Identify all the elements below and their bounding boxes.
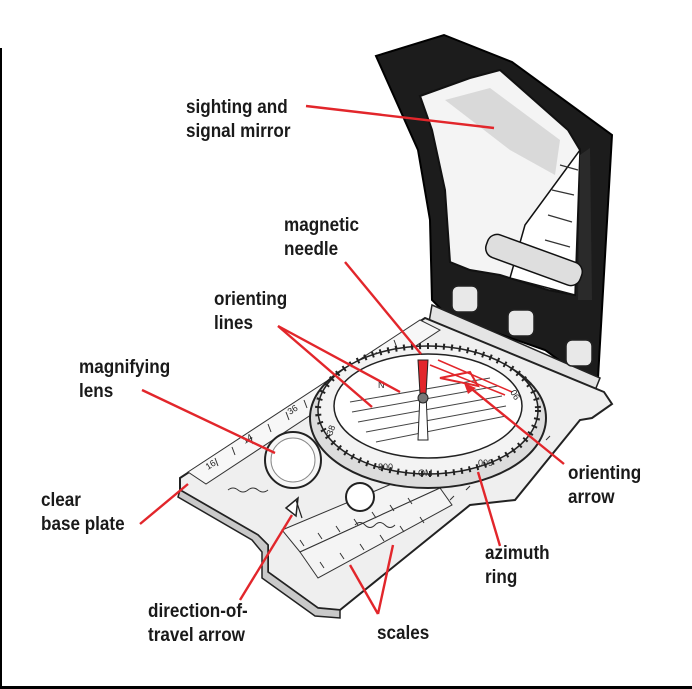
leader-needle	[344, 261, 422, 355]
label-orienting-lines-line-1: orienting	[214, 289, 288, 310]
label-base-plate-line-1: clear	[41, 490, 81, 511]
label-direction-arrow-line-1: direction-of-	[148, 601, 248, 622]
label-needle: magnetic needle	[284, 214, 359, 262]
label-needle-line-2: needle	[284, 239, 339, 260]
leader-lines	[139, 104, 565, 615]
label-mirror-line-2: signal mirror	[186, 121, 291, 142]
leader-mirror	[305, 104, 495, 130]
label-orienting-lines: orienting lines	[214, 288, 287, 336]
label-direction-arrow: direction-of- travel arrow	[148, 600, 248, 648]
label-needle-line-1: magnetic	[284, 215, 360, 236]
label-orienting-arrow-line-2: arrow	[568, 487, 615, 508]
leader-orienting-arrow	[467, 385, 565, 465]
leader-direction-arrow	[238, 514, 294, 601]
label-mirror: sighting and signal mirror	[186, 96, 291, 144]
leader-scales-2	[376, 544, 395, 615]
svg-text:OM: OM	[418, 468, 433, 478]
label-lens: magnifying lens	[79, 356, 170, 404]
leader-arrowhead	[464, 383, 476, 394]
svg-text:16: 16	[204, 458, 218, 472]
label-orienting-arrow-line-1: orienting	[568, 463, 642, 484]
svg-text:06: 06	[508, 388, 522, 402]
leader-base-plate	[139, 483, 189, 525]
leader-azimuth-ring	[476, 471, 502, 547]
label-azimuth-ring-line-2: ring	[485, 567, 518, 588]
frame-bottom-border	[0, 686, 692, 689]
svg-text:800: 800	[378, 462, 393, 472]
label-direction-arrow-line-2: travel arrow	[148, 625, 245, 646]
frame-left-border	[0, 48, 2, 689]
leader-lens	[141, 388, 276, 455]
compass-housing: 800 OM 009 38 06 N	[309, 343, 547, 489]
label-scales: scales	[377, 622, 429, 646]
leader-scales-1	[348, 564, 380, 615]
svg-text:36: 36	[286, 403, 300, 417]
label-base-plate: clear base plate	[41, 489, 125, 537]
label-mirror-line-1: sighting and	[186, 97, 288, 118]
leader-orienting-line-2	[277, 325, 373, 408]
label-lens-line-1: magnifying	[79, 357, 171, 378]
label-azimuth-ring-line-1: azimuth	[485, 543, 550, 564]
label-scales-line-1: scales	[377, 623, 430, 644]
leader-orienting-line-1	[277, 324, 401, 394]
svg-text:009: 009	[478, 458, 493, 468]
label-orienting-lines-line-2: lines	[214, 313, 253, 334]
label-base-plate-line-2: base plate	[41, 514, 125, 535]
label-azimuth-ring: azimuth ring	[485, 542, 550, 590]
label-orienting-arrow: orienting arrow	[568, 462, 641, 510]
svg-text:N: N	[378, 380, 385, 390]
label-lens-line-2: lens	[79, 381, 114, 402]
svg-text:38: 38	[324, 424, 337, 437]
